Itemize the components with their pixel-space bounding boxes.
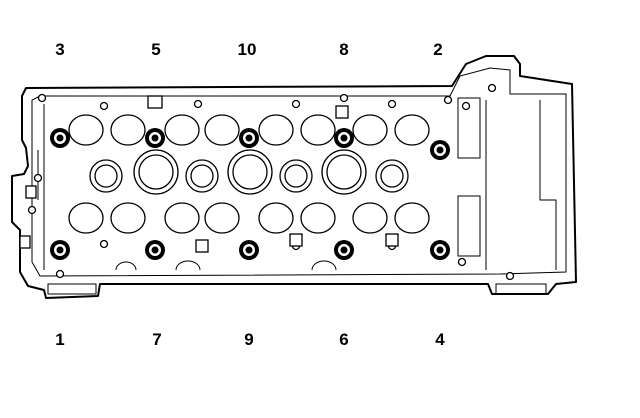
upper-ports — [68, 114, 430, 146]
right-boss-top — [457, 97, 481, 159]
label-top-5: 2 — [433, 40, 442, 59]
right-boss-bottom — [457, 195, 481, 257]
head-outline — [11, 55, 577, 299]
label-bottom-1: 1 — [55, 330, 64, 349]
bolt-10 — [239, 128, 259, 148]
label-top-4: 8 — [339, 40, 348, 59]
label-bottom-2: 7 — [152, 330, 161, 349]
right-end-rib — [485, 100, 557, 270]
label-top-3: 10 — [238, 40, 257, 59]
label-bottom-3: 9 — [244, 330, 253, 349]
base-tab-left — [47, 283, 97, 295]
lower-notches — [115, 260, 337, 271]
combustion-chambers — [89, 149, 409, 195]
label-bottom-5: 4 — [435, 330, 445, 349]
label-top-2: 5 — [151, 40, 160, 59]
bolt-7 — [145, 240, 165, 260]
bolt-3 — [50, 128, 70, 148]
lower-ports — [68, 202, 430, 234]
bolt-2 — [430, 140, 450, 160]
bolt-row-upper — [50, 128, 450, 160]
bolt-9 — [239, 240, 259, 260]
bolt-row-lower — [50, 240, 450, 260]
bolt-4 — [430, 240, 450, 260]
left-end-rib — [37, 104, 45, 270]
label-bottom-4: 6 — [339, 330, 348, 349]
bolt-8 — [334, 128, 354, 148]
bottom-sequence-labels: 1 7 9 6 4 — [55, 330, 445, 349]
bolt-5 — [145, 128, 165, 148]
base-tab-right — [495, 283, 547, 295]
head-inner-outline — [31, 67, 567, 277]
bolt-1 — [50, 240, 70, 260]
top-sequence-labels: 3 5 10 8 2 — [55, 40, 442, 59]
bolt-6 — [334, 240, 354, 260]
square-bosses — [19, 95, 399, 253]
label-top-1: 3 — [55, 40, 64, 59]
